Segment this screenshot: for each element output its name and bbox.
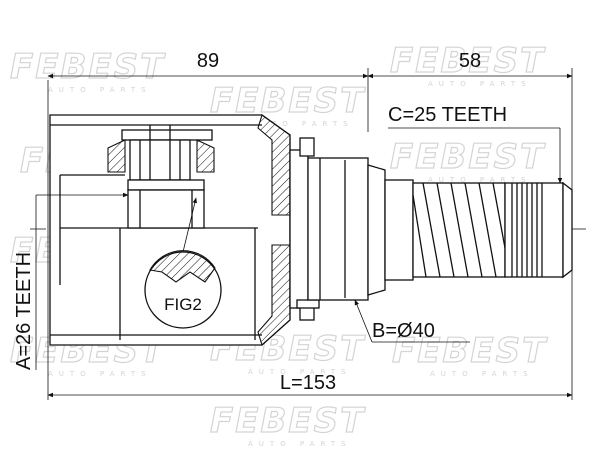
neck-section: [289, 137, 386, 321]
watermark-tagline: AUTO PARTS: [48, 86, 152, 94]
dimension-label-89: 89: [197, 50, 219, 72]
diameter-leader-arrow: [354, 299, 373, 343]
watermark-logo: FEBEST: [392, 331, 548, 371]
watermark-logo: FEBEST: [210, 401, 366, 441]
tripod-assembly: [107, 125, 215, 229]
dimension-label-58: 58: [459, 50, 481, 72]
watermark-tagline: AUTO PARTS: [428, 176, 532, 184]
watermark-tagline: AUTO PARTS: [250, 120, 354, 128]
outer-teeth-label: C=25 TEETH: [388, 104, 507, 126]
fig2-label: FIG2: [164, 295, 202, 314]
watermark-logo: FEBEST: [390, 137, 546, 177]
shaft: [384, 179, 573, 281]
watermark-tagline: AUTO PARTS: [48, 370, 152, 378]
dimension-label-length: L=153: [280, 372, 336, 394]
diameter-label: B=Ø40: [372, 320, 435, 342]
watermark-tagline: AUTO PARTS: [430, 370, 534, 378]
watermark-logo: FEBEST: [10, 47, 166, 87]
inner-teeth-label: A=26 TEETH: [13, 252, 35, 370]
watermark-tagline: AUTO PARTS: [248, 440, 352, 448]
watermark-tagline: AUTO PARTS: [248, 368, 352, 376]
watermark-tagline: AUTO PARTS: [428, 80, 532, 88]
fig2-detail: FIG2: [144, 197, 222, 329]
